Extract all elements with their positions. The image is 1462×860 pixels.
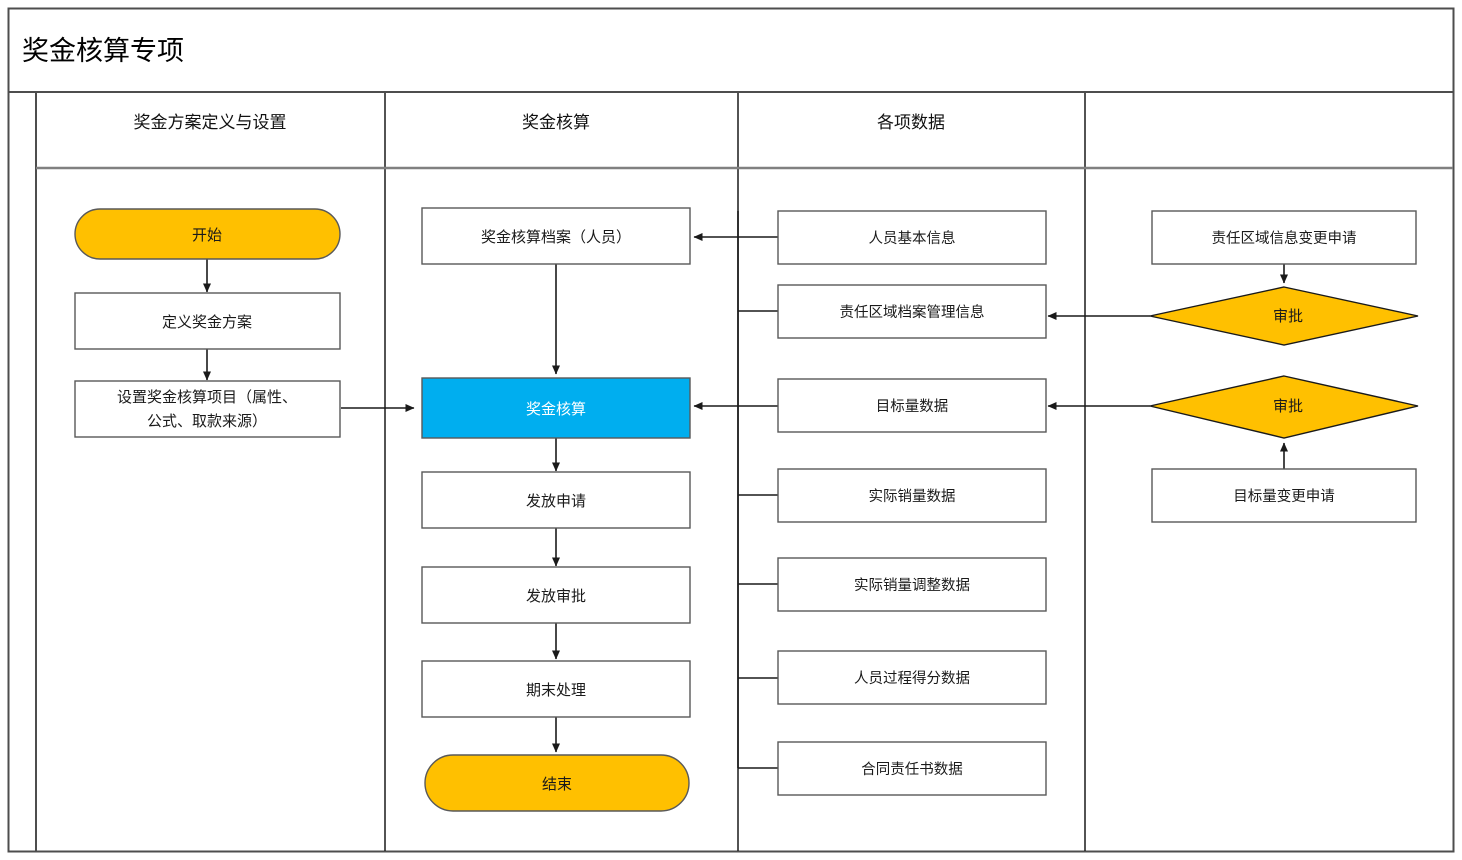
node-actual-sales-data-label: 实际销量数据 (869, 488, 956, 505)
lane-header-3: 各项数据 (877, 113, 945, 132)
node-start-shape (74, 208, 341, 260)
node-process-score-data[interactable]: 人员过程得分数据 (777, 650, 1047, 705)
lane-header-1: 奖金方案定义与设置 (134, 113, 287, 132)
node-define-bonus-plan[interactable]: 定义奖金方案 (74, 292, 341, 350)
node-start-label: 开始 (192, 227, 222, 244)
node-target-volume-data-shape (777, 378, 1047, 433)
node-person-basic-info-label: 人员基本信息 (869, 230, 956, 247)
node-process-score-data-shape (777, 650, 1047, 705)
node-setup-bonus-items-shape (74, 380, 341, 438)
node-person-basic-info-shape (777, 210, 1047, 265)
node-period-end-processing-label: 期末处理 (526, 682, 586, 699)
node-setup-bonus-items-label-line1: 设置奖金核算项目（属性、 (117, 388, 297, 406)
node-bonus-archive[interactable]: 奖金核算档案（人员） (421, 207, 691, 265)
node-person-basic-info[interactable]: 人员基本信息 (777, 210, 1047, 265)
node-region-change-request-label: 责任区域信息变更申请 (1212, 230, 1357, 247)
node-target-change-request-shape (1151, 468, 1417, 523)
node-period-end-processing-shape (421, 660, 691, 718)
node-region-change-request[interactable]: 责任区域信息变更申请 (1151, 210, 1417, 265)
node-target-volume-data-label: 目标量数据 (876, 398, 949, 415)
node-region-archive-info-label: 责任区域档案管理信息 (840, 303, 985, 321)
node-period-end-processing[interactable]: 期末处理 (421, 660, 691, 718)
node-bonus-archive-label: 奖金核算档案（人员） (481, 228, 631, 246)
node-payout-approval-label: 发放审批 (526, 588, 586, 605)
page-title: 奖金核算专项 (22, 36, 184, 66)
node-actual-sales-data[interactable]: 实际销量数据 (777, 468, 1047, 523)
node-target-change-request-label: 目标量变更申请 (1233, 488, 1335, 505)
node-sales-adjustment-data[interactable]: 实际销量调整数据 (777, 557, 1047, 612)
node-region-change-request-shape (1151, 210, 1417, 265)
node-approval-region-shape (1149, 286, 1419, 346)
node-region-archive-info-shape (777, 284, 1047, 339)
diagram-frame (7, 7, 1455, 853)
node-payout-approval-shape (421, 566, 691, 624)
node-setup-bonus-items-label-line2: 公式、取款来源） (147, 413, 267, 430)
node-approval-target-shape (1149, 375, 1419, 439)
node-define-bonus-plan-label: 定义奖金方案 (162, 313, 252, 331)
node-payout-application[interactable]: 发放申请 (421, 471, 691, 529)
node-setup-bonus-items[interactable]: 设置奖金核算项目（属性、 公式、取款来源） (74, 380, 341, 438)
node-sales-adjustment-data-label: 实际销量调整数据 (854, 577, 970, 594)
node-sales-adjustment-data-shape (777, 557, 1047, 612)
lane-header-2: 奖金核算 (522, 113, 590, 132)
node-contract-responsibility-data-label: 合同责任书数据 (861, 761, 963, 778)
node-bonus-calculation[interactable]: 奖金核算 (421, 377, 691, 439)
node-approval-target[interactable]: 审批 (1149, 375, 1419, 439)
node-end-shape (424, 754, 690, 812)
node-target-volume-data[interactable]: 目标量数据 (777, 378, 1047, 433)
node-approval-target-label: 审批 (1273, 398, 1303, 415)
node-target-change-request[interactable]: 目标量变更申请 (1151, 468, 1417, 523)
node-start[interactable]: 开始 (74, 208, 341, 260)
node-bonus-calculation-label: 奖金核算 (526, 400, 586, 418)
node-process-score-data-label: 人员过程得分数据 (854, 670, 970, 687)
node-approval-region[interactable]: 审批 (1149, 286, 1419, 346)
node-end-label: 结束 (542, 776, 572, 793)
node-payout-application-label: 发放申请 (526, 493, 586, 510)
connectors (203, 211, 1288, 769)
node-approval-region-label: 审批 (1273, 308, 1303, 325)
node-contract-responsibility-data[interactable]: 合同责任书数据 (777, 741, 1047, 796)
node-payout-approval[interactable]: 发放审批 (421, 566, 691, 624)
node-define-bonus-plan-shape (74, 292, 341, 350)
node-end[interactable]: 结束 (424, 754, 690, 812)
node-bonus-calculation-shape (421, 377, 691, 439)
node-actual-sales-data-shape (777, 468, 1047, 523)
node-bonus-archive-shape (421, 207, 691, 265)
node-contract-responsibility-data-shape (777, 741, 1047, 796)
node-payout-application-shape (421, 471, 691, 529)
node-region-archive-info[interactable]: 责任区域档案管理信息 (777, 284, 1047, 339)
